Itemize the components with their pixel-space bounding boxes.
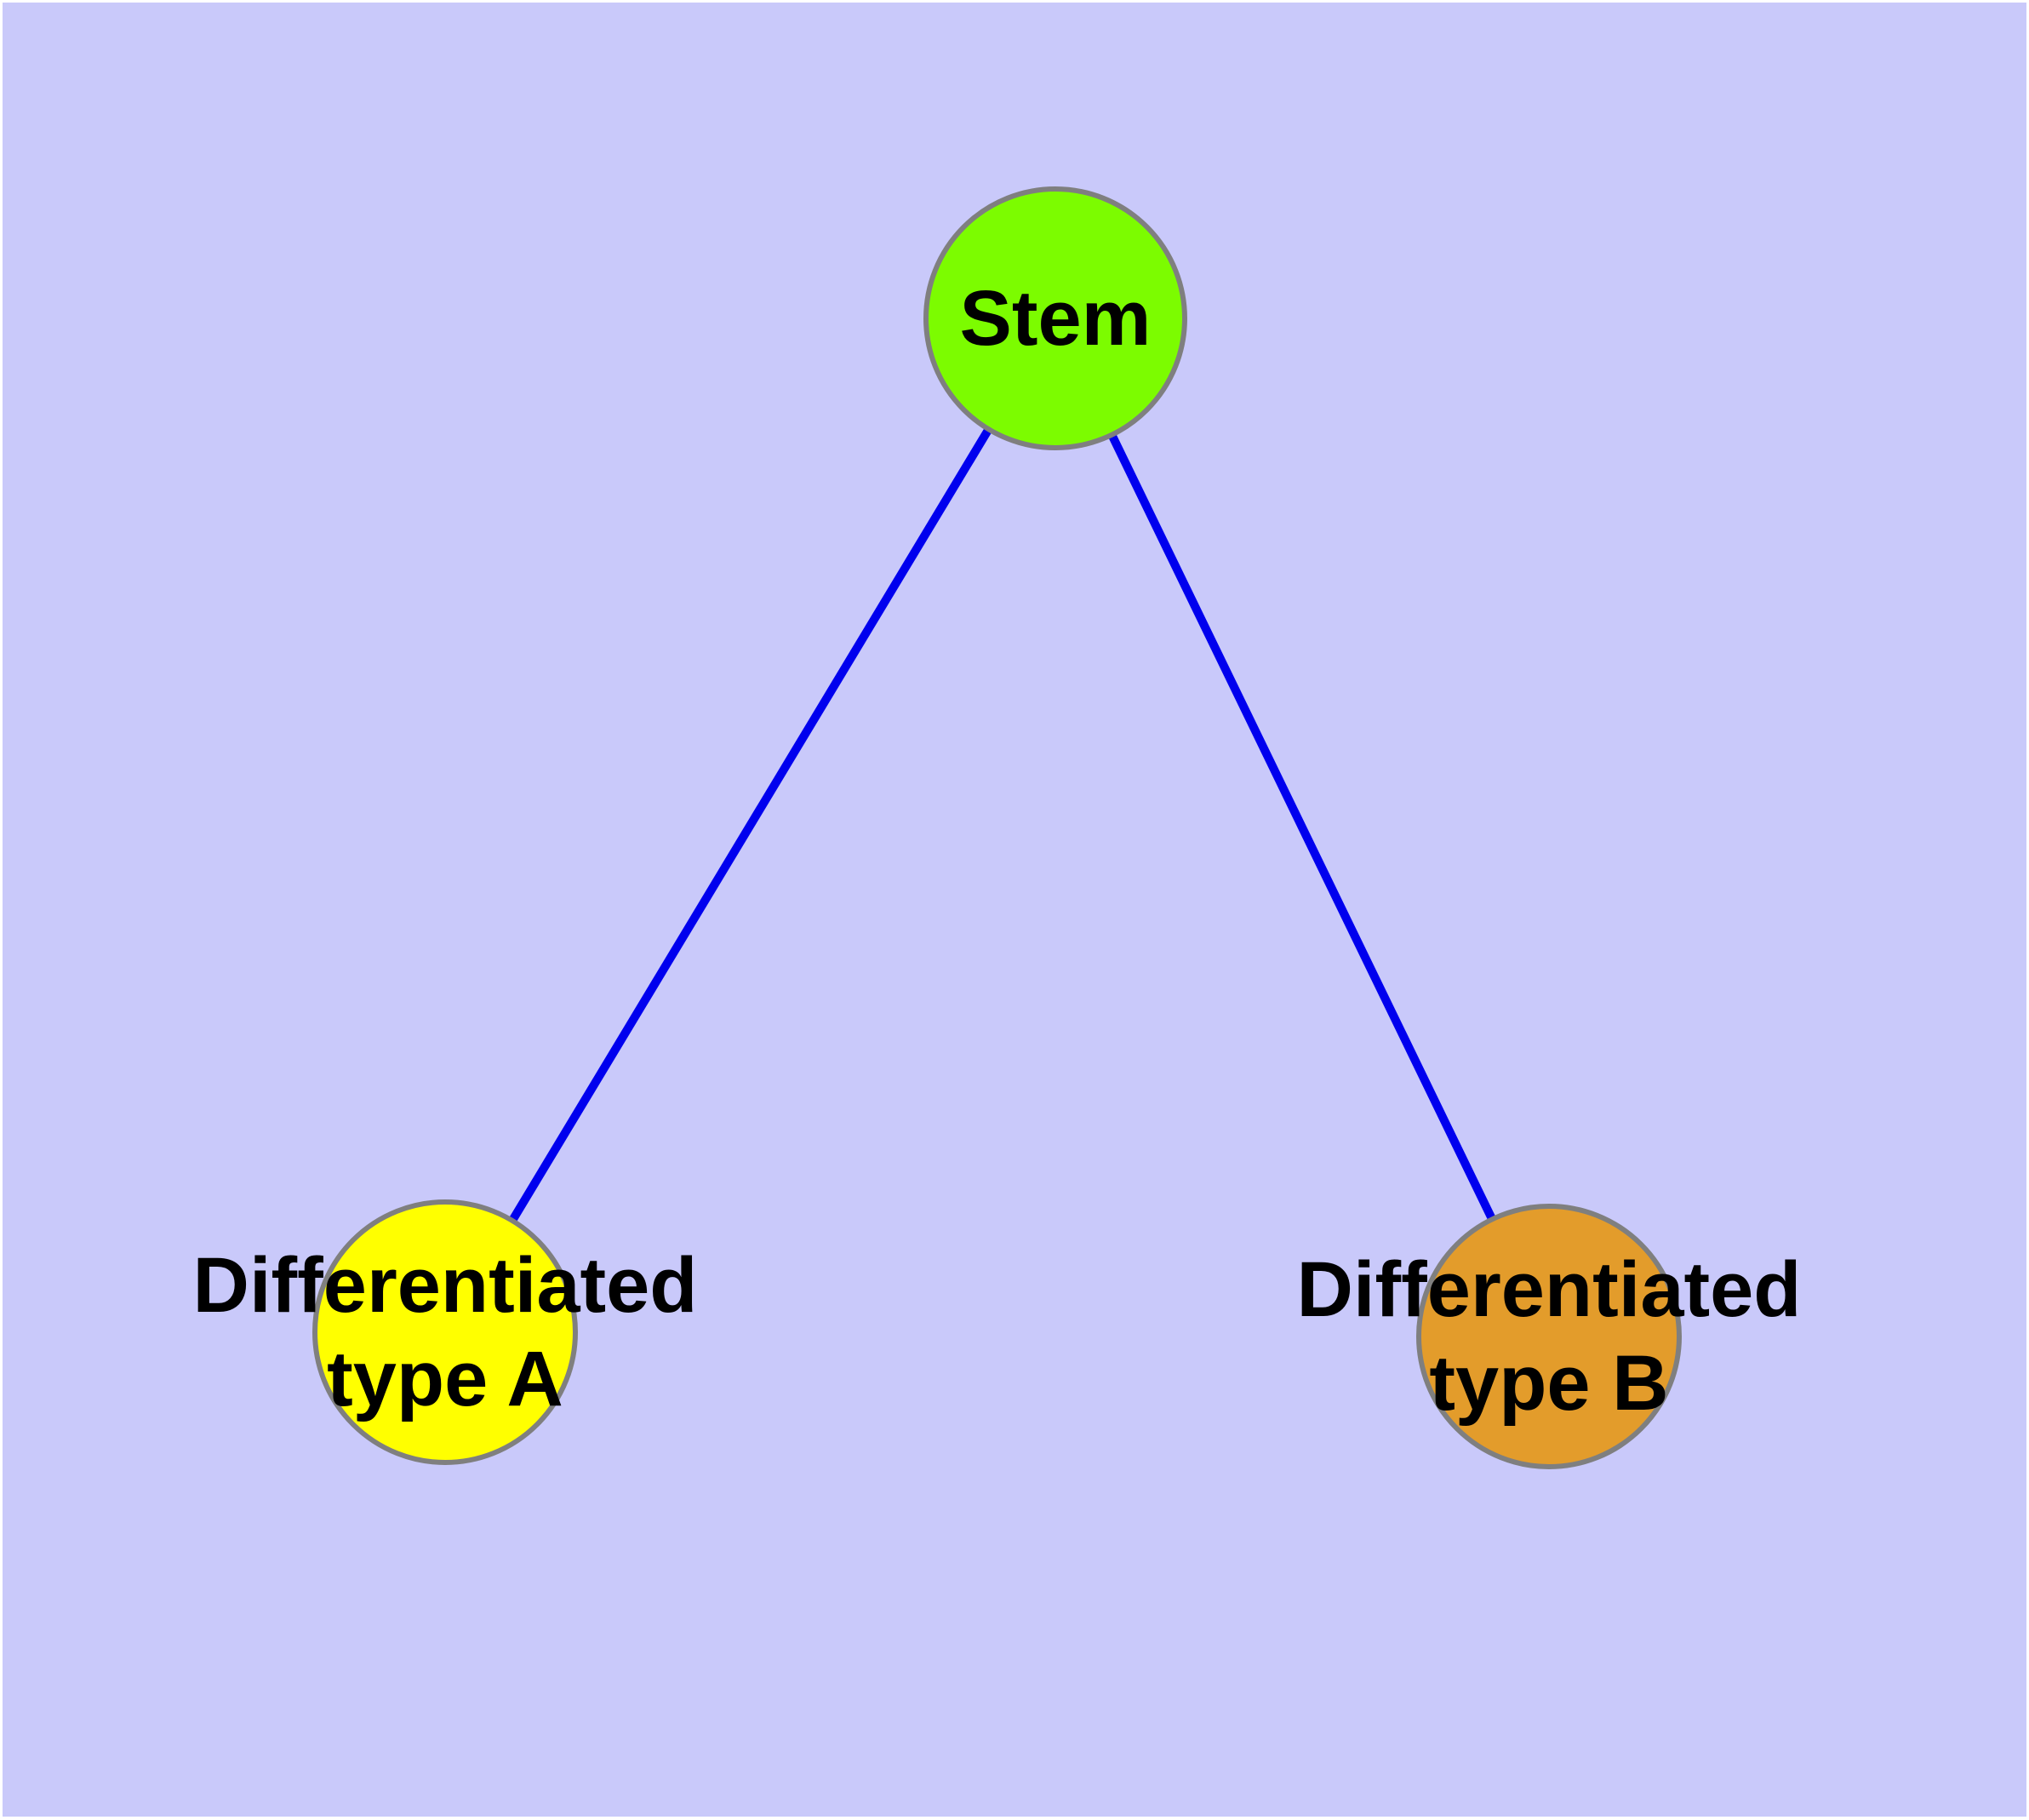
node-circle-stem xyxy=(923,186,1187,450)
node-label-diff-a-line-0: Differentiated xyxy=(193,1242,698,1329)
node-circle-diff-a xyxy=(312,1199,578,1465)
node-circle-diff-b xyxy=(1416,1204,1682,1469)
node-label-diff-a-line-1: type A xyxy=(327,1336,563,1422)
edge-stem-to-diff-b xyxy=(1051,316,1553,1339)
node-label-diff-b-line-1: type B xyxy=(1429,1340,1668,1427)
node-label-stem-line-0: Stem xyxy=(960,275,1152,362)
node-stem: Stem xyxy=(923,186,1187,450)
node-label-diff-b-line-0: Differentiated xyxy=(1297,1246,1802,1333)
edge-stem-to-diff-a xyxy=(441,316,1060,1335)
